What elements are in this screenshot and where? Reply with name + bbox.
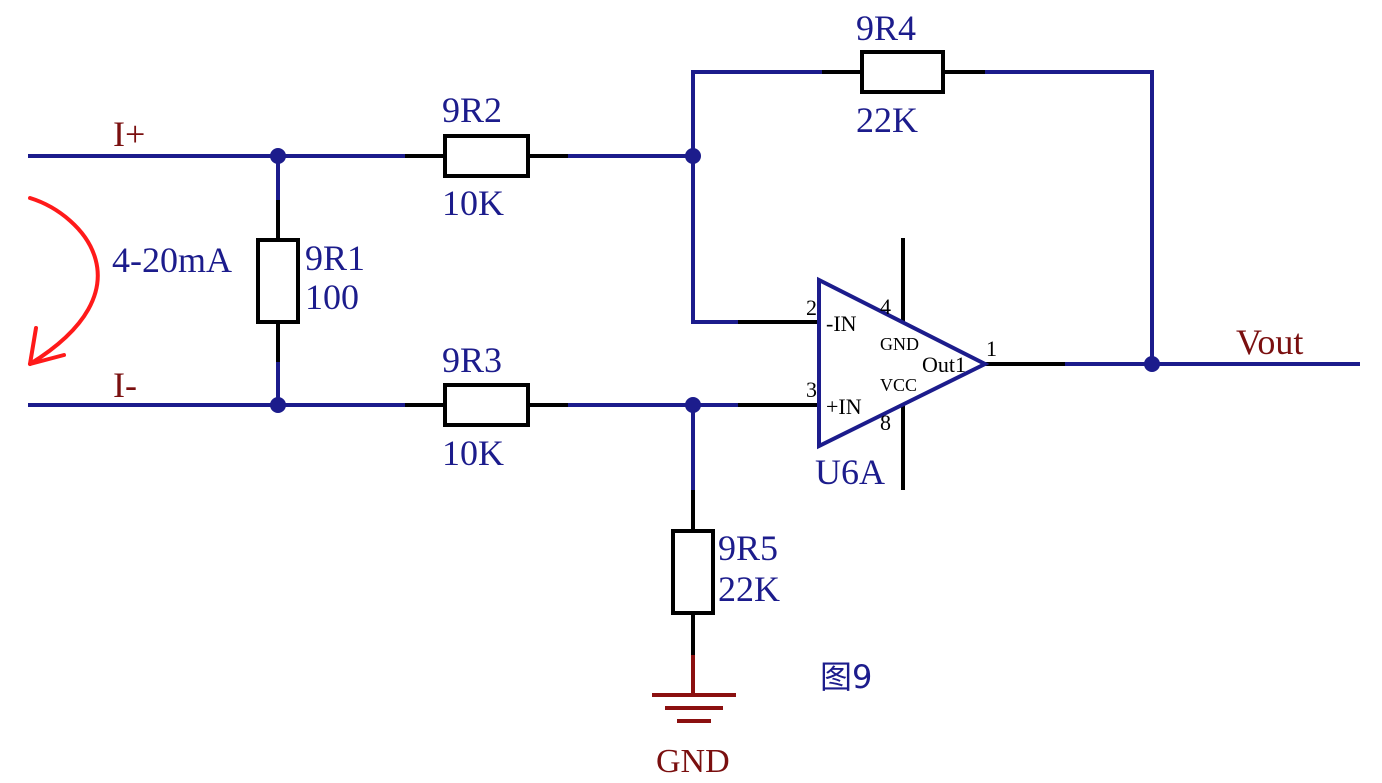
junction-dot: [270, 397, 286, 413]
junction-dot: [270, 148, 286, 164]
resistor-9r2-value: 10K: [442, 183, 504, 223]
wires: [28, 70, 1360, 490]
junction-dot: [1144, 356, 1160, 372]
opamp-output-label: Out1: [922, 352, 966, 377]
wire-node-to-inv: [691, 156, 738, 324]
opamp-vcc-pin-label: VCC: [880, 375, 917, 395]
junction-dot: [685, 148, 701, 164]
junction-dot: [685, 397, 701, 413]
resistor-9r2: [443, 134, 530, 178]
wire-feedback-right: [985, 70, 1154, 364]
net-label-i-minus: I-: [113, 365, 137, 405]
wire-feedback-left: [691, 70, 822, 156]
current-direction-arrow: [28, 196, 100, 366]
opamp-gnd-pin-label: GND: [880, 334, 919, 354]
opamp-pin-number-8: 8: [880, 410, 891, 435]
opamp-inv-input-label: -IN: [826, 311, 857, 336]
resistor-9r5-value: 22K: [718, 569, 780, 609]
resistor-9r4: [860, 50, 945, 94]
opamp-u6a-body: [817, 276, 990, 450]
opamp-pin-number-1: 1: [986, 336, 997, 361]
net-label-gnd: GND: [656, 743, 730, 780]
opamp-pin-number-2: 2: [806, 295, 817, 320]
ground-symbol: [652, 655, 736, 723]
resistor-9r1-ref: 9R1: [305, 238, 365, 278]
resistor-9r3-value: 10K: [442, 433, 504, 473]
resistor-9r3-ref: 9R3: [442, 340, 502, 380]
resistor-9r5: [671, 529, 715, 615]
resistor-9r4-ref: 9R4: [856, 8, 916, 48]
opamp-ref: U6A: [815, 452, 885, 492]
opamp-pin-number-4: 4: [880, 294, 891, 319]
net-label-vout: Vout: [1236, 322, 1303, 362]
figure-caption: 图9: [820, 658, 872, 696]
resistor-9r2-ref: 9R2: [442, 90, 502, 130]
resistor-9r4-value: 22K: [856, 100, 918, 140]
opamp-noninv-input-label: +IN: [826, 394, 862, 419]
resistor-9r5-ref: 9R5: [718, 528, 778, 568]
opamp-pin-number-3: 3: [806, 377, 817, 402]
current-range-label: 4-20mA: [112, 240, 232, 280]
resistor-9r1-value: 100: [305, 277, 359, 317]
net-label-i-plus: I+: [113, 114, 145, 154]
resistor-9r3: [443, 383, 530, 427]
component-leads: [276, 70, 1065, 655]
resistor-9r1: [256, 238, 300, 324]
